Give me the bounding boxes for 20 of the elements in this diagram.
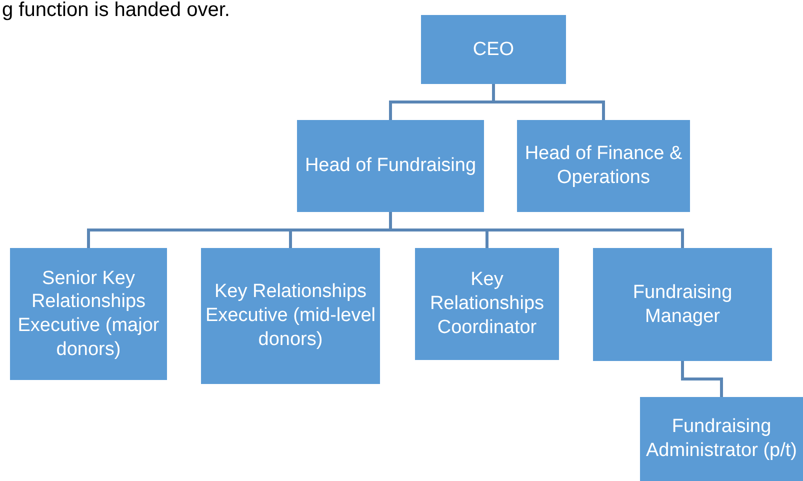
role-title: Key Relationships Coordinator xyxy=(428,268,546,340)
org-box xyxy=(421,15,566,84)
role-title: Head of Fundraising xyxy=(304,154,478,178)
org-box xyxy=(201,248,380,384)
org-box xyxy=(297,120,484,212)
org-box xyxy=(415,248,559,360)
role-title: Senior Key Relationships Executive (major donors) xyxy=(16,266,160,362)
connector-line xyxy=(681,361,723,397)
org-box xyxy=(517,120,690,212)
role-title: CEO xyxy=(472,38,516,62)
connector-line xyxy=(492,84,605,120)
role-title: Fundraising Administrator (p/t) xyxy=(645,415,798,463)
org-box xyxy=(640,397,803,481)
role-title: Key Relationships Executive (mid-level donors) xyxy=(204,280,376,352)
org-box xyxy=(10,248,167,380)
role-title: Fundraising Manager xyxy=(632,280,734,328)
note-text: g function is handed over. xyxy=(2,0,230,20)
role-title: Head of Finance & Operations xyxy=(524,142,684,190)
org-box xyxy=(593,248,772,361)
connector-line xyxy=(389,212,684,248)
